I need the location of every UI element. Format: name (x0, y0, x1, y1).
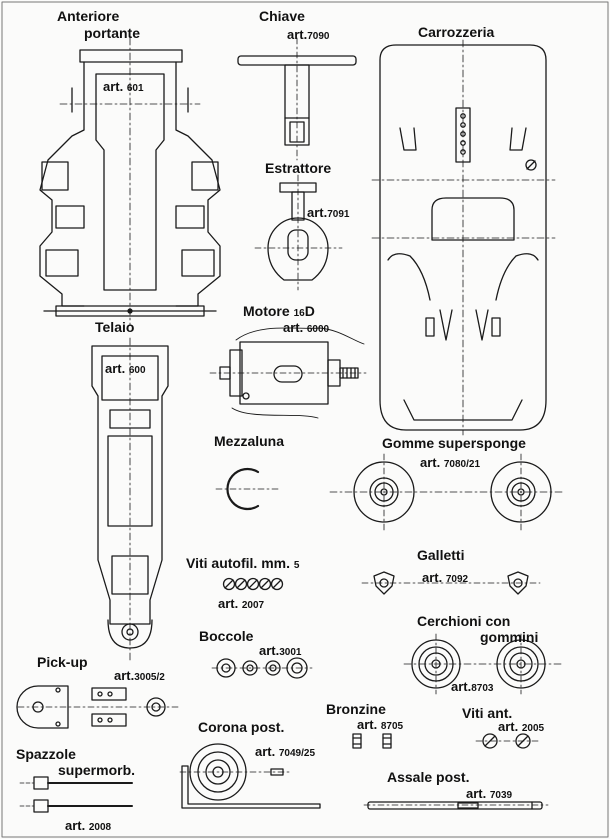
motore-art: art. 6000 (283, 320, 330, 335)
mezzaluna-drawing (215, 467, 279, 511)
galletti-title: Galletti (417, 547, 465, 563)
viti-ant-title: Viti ant. (462, 705, 513, 721)
anteriore-art: art. 601 (103, 79, 144, 94)
assale-drawing (363, 801, 549, 810)
chiave-drawing (237, 37, 357, 161)
boccole-art: art.3001 (259, 643, 302, 658)
anteriore-portante-drawing (39, 37, 221, 326)
assale-title: Assale post. (387, 769, 470, 785)
spazzole-drawing (19, 776, 133, 813)
viti-autofil-drawing (222, 577, 284, 591)
carrozzeria-title: Carrozzeria (418, 24, 495, 40)
bronzine-art: art. 8705 (357, 717, 404, 732)
viti-autofil-title: Viti autofil. mm. 5 (186, 555, 300, 571)
spazzole-title: Spazzole (16, 746, 76, 762)
corona-title: Corona post. (198, 719, 285, 735)
motore-drawing (209, 327, 367, 419)
anteriore-title: Anteriore (57, 8, 120, 24)
chiave-art: art.7090 (287, 27, 330, 42)
assale-art: art. 7039 (466, 786, 513, 801)
corona-drawing (179, 743, 321, 809)
gomme-title: Gomme supersponge (382, 435, 526, 451)
telaio-title: Telaio (95, 319, 135, 335)
boccole-title: Boccole (199, 628, 254, 644)
bronzine-title: Bronzine (326, 701, 386, 717)
pickup-title: Pick-up (37, 654, 88, 670)
telaio-drawing (91, 337, 169, 661)
viti-ant-drawing (475, 733, 539, 749)
boccole-drawing (211, 657, 313, 679)
gomme-drawing (329, 453, 563, 531)
carrozzeria-drawing (371, 39, 556, 436)
bronzine-drawing (352, 733, 392, 749)
telaio-art: art. 600 (105, 361, 146, 376)
cerchioni-art: art.8703 (451, 679, 494, 694)
estrattore-drawing (254, 174, 343, 291)
cerchioni-title: Cerchioni con (417, 613, 511, 629)
estrattore-title: Estrattore (265, 160, 332, 176)
mezzaluna-title: Mezzaluna (214, 433, 285, 449)
galletti-drawing (361, 571, 541, 595)
anteriore-subtitle: portante (84, 25, 140, 41)
chiave-title: Chiave (259, 8, 305, 24)
pickup-drawing (16, 685, 181, 729)
estrattore-art: art.7091 (307, 205, 350, 220)
pickup-art: art.3005/2 (114, 668, 165, 683)
galletti-art: art. 7092 (422, 570, 469, 585)
motore-title: Motore 16D (243, 303, 315, 319)
cerchioni-subtitle: gommini (480, 629, 539, 645)
spazzole-subtitle: supermorb. (58, 762, 136, 778)
viti-ant-art: art. 2005 (498, 719, 545, 734)
viti-autofil-art: art. 2007 (218, 596, 265, 611)
corona-art: art. 7049/25 (255, 744, 316, 759)
gomme-art: art. 7080/21 (420, 455, 481, 470)
cerchioni-drawing (403, 633, 563, 695)
spazzole-art: art. 2008 (65, 818, 112, 833)
